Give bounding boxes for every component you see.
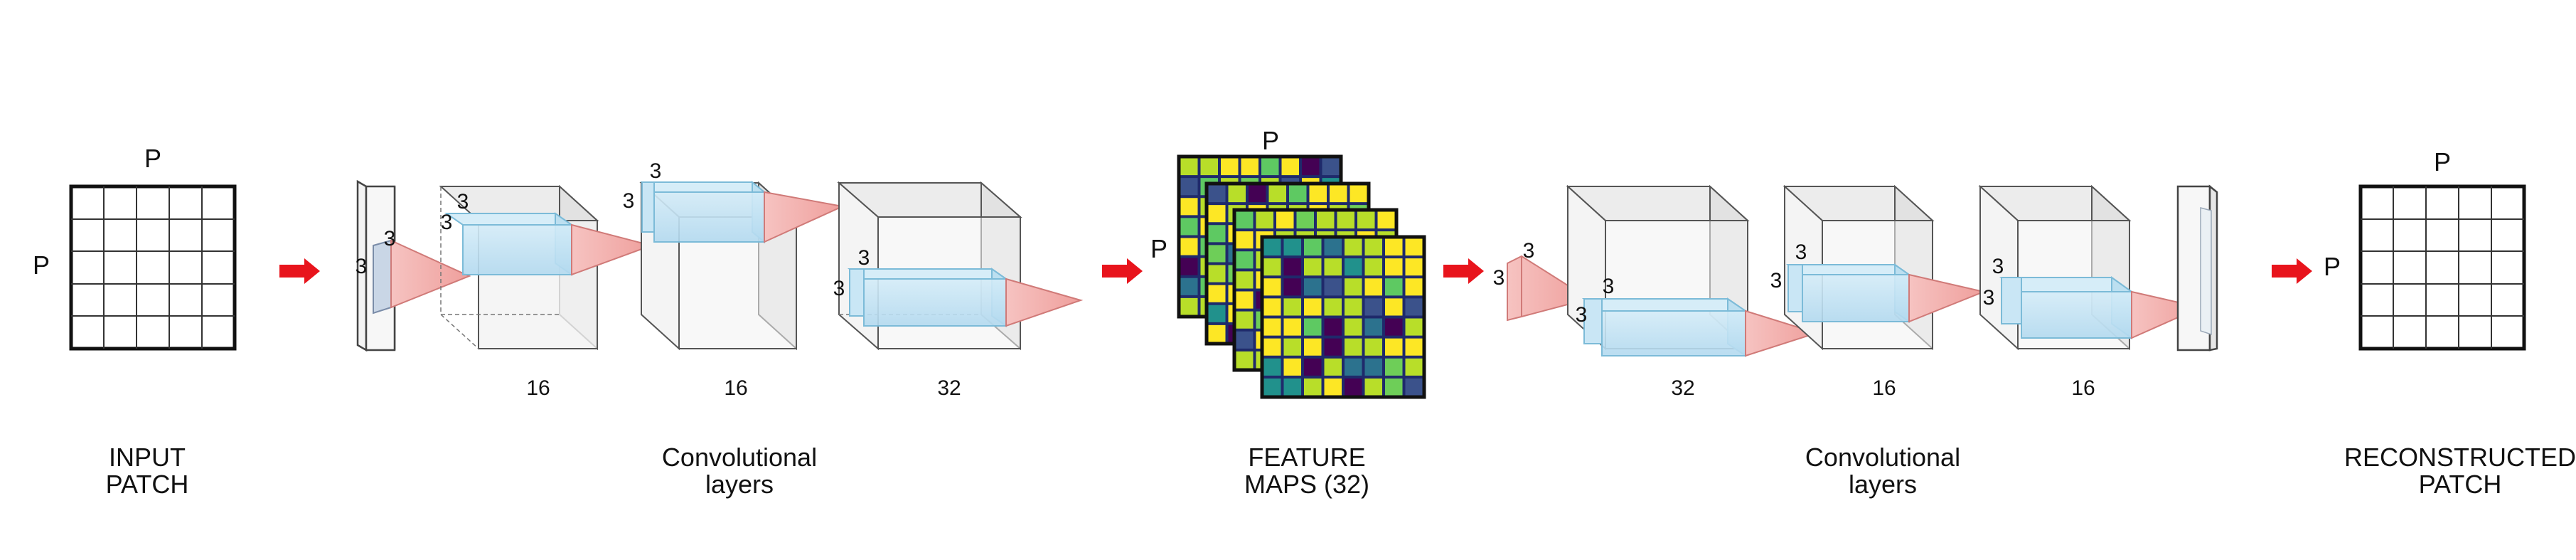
kernel-label: 3 — [356, 255, 368, 278]
reconstructed-patch-caption-line1: RECONSTRUCTED — [2344, 443, 2576, 472]
kernel-label: 3 — [1576, 303, 1588, 327]
kernel-cone — [390, 239, 471, 309]
channel-count: 16 — [724, 376, 747, 400]
output-plane — [2176, 184, 2218, 352]
kernel-label: 3 — [1992, 255, 2004, 278]
feature-maps-caption-line1: FEATURE — [1248, 443, 1365, 472]
channel-count: 16 — [1872, 376, 1896, 400]
kernel-label: 3 — [1603, 275, 1615, 298]
kernel-label: 3 — [1795, 241, 1807, 264]
red-arrow-icon — [2272, 258, 2312, 284]
encoder-caption-line2: layers — [705, 470, 774, 499]
kernel-label: 3 — [457, 190, 469, 213]
conv-layer-block — [1566, 184, 1819, 357]
input-patch-caption-line1: INPUT — [109, 443, 186, 472]
reconstructed-patch-left-label: P — [2324, 252, 2341, 281]
channel-count: 32 — [1671, 376, 1694, 400]
feature-maps-caption-line2: MAPS (32) — [1244, 470, 1369, 499]
encoder-caption-line1: Convolutional — [662, 443, 817, 472]
feature-maps-top-label: P — [1262, 126, 1279, 155]
red-arrow-icon — [1102, 258, 1143, 284]
kernel-label: 3 — [1983, 286, 1995, 310]
input-patch: P P — [33, 144, 237, 351]
feature-maps-left-label: P — [1150, 234, 1167, 263]
kernel-label: 3 — [833, 277, 845, 300]
kernel-label: 3 — [1770, 269, 1783, 292]
decoder-caption-line1: Convolutional — [1805, 443, 1960, 472]
input-patch-top-label: P — [144, 144, 161, 173]
input-patch-left-label: P — [33, 250, 50, 280]
channel-count: 16 — [2071, 376, 2095, 400]
reconstructed-patch-top-label: P — [2434, 147, 2451, 176]
kernel-label: 3 — [623, 189, 635, 213]
red-arrow-icon — [279, 258, 320, 284]
kernel-label: 3 — [858, 246, 870, 270]
conv-layer-block — [1978, 184, 2203, 351]
reconstructed-patch-caption-line2: PATCH — [2419, 470, 2502, 499]
decoder-caption-line2: layers — [1849, 470, 1917, 499]
conv-layer-block — [439, 184, 654, 351]
conv-layer-block — [639, 180, 845, 351]
kernel-label: 3 — [384, 227, 396, 250]
reconstructed-patch: P P — [2324, 147, 2526, 351]
kernel-label: 3 — [650, 159, 662, 183]
conv-layer-block — [1783, 184, 1987, 351]
conv-layer-block — [837, 181, 1084, 351]
kernel-label: 3 — [1523, 239, 1535, 263]
channel-count: 16 — [526, 376, 550, 400]
kernel-label: 3 — [1493, 266, 1505, 290]
channel-count: 32 — [937, 376, 961, 400]
feature-map — [1260, 235, 1426, 399]
kernel-label: 3 — [441, 211, 453, 234]
input-patch-caption-line2: PATCH — [106, 470, 189, 499]
feature-map-stack — [1177, 154, 1426, 399]
input-patch-grid — [69, 184, 237, 351]
reconstructed-patch-grid — [2358, 184, 2526, 351]
red-arrow-icon — [1443, 258, 1484, 284]
